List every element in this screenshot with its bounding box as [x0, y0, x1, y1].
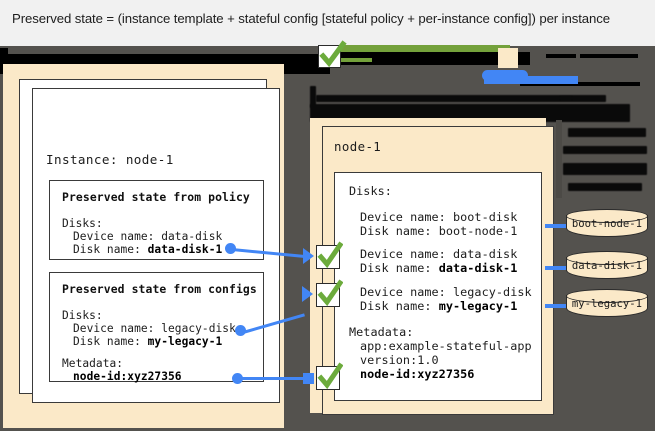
configs-disk-name-prefix: Disk name: — [73, 335, 148, 348]
disk-cylinder-boot-node-1: boot-node-1 — [566, 209, 648, 241]
configs-disks-heading: Disks: — [62, 309, 103, 322]
configs-disk-name-value: my-legacy-1 — [147, 335, 223, 348]
connector-arrow-policy — [303, 248, 314, 264]
green-highlight-bar — [330, 45, 510, 52]
connector-dot-configs-disk — [235, 325, 246, 336]
blurred-text — [563, 146, 647, 154]
disk-top — [566, 209, 648, 223]
preserved-state-configs-box: Preserved state from configs Disks: Devi… — [49, 272, 264, 383]
redaction-bar — [546, 54, 576, 58]
entry-0-device: Device name: boot-disk — [360, 210, 518, 224]
entry-2-disk-prefix: Disk name: — [360, 299, 439, 313]
connector-square-metadata — [303, 373, 314, 384]
policy-device-name: Device name: data-disk — [73, 230, 223, 243]
blurred-text — [560, 96, 572, 100]
blurred-text — [556, 120, 562, 198]
connector-arrow-configs-disk — [302, 286, 313, 302]
redaction-bar — [580, 54, 638, 58]
check-icon — [317, 241, 343, 269]
blurred-text — [568, 183, 642, 191]
entry-2-device: Device name: legacy-disk — [360, 285, 532, 299]
connector-dot-metadata — [232, 373, 243, 384]
policy-disk-name-prefix: Disk name: — [73, 243, 148, 256]
blurred-text — [310, 86, 316, 108]
disk-top — [566, 289, 648, 303]
configs-metadata-value: node-id:xyz27356 — [62, 370, 182, 383]
check-icon — [317, 362, 343, 390]
blurred-text — [310, 104, 630, 122]
instance-label: Instance: node-1 — [46, 152, 174, 167]
check-badge-top — [318, 40, 347, 68]
redaction-bar — [520, 82, 640, 86]
connector-line-metadata — [239, 377, 305, 380]
metadata-version: version:1.0 — [360, 353, 439, 367]
metadata-nodeid: node-id:xyz27356 — [360, 367, 475, 381]
configs-box-header: Preserved state from configs — [62, 282, 257, 296]
redaction-bar — [330, 52, 530, 65]
blurred-text — [316, 95, 606, 102]
blurred-text — [563, 163, 647, 175]
entry-1-disk-prefix: Disk name: — [360, 261, 439, 275]
disk-top — [566, 251, 648, 265]
entry-2-disk-value: my-legacy-1 — [438, 299, 518, 313]
blurred-text — [568, 128, 646, 137]
metadata-app: app:example-stateful-app — [360, 339, 532, 353]
entry-0-disk: Disk name: boot-node-1 — [349, 224, 517, 238]
blue-highlight — [484, 78, 524, 84]
disks-heading: Disks: — [349, 184, 392, 198]
disk-cylinder-data-disk-1: data-disk-1 — [566, 251, 648, 283]
entry-1-disk-value: data-disk-1 — [438, 261, 518, 275]
check-badge-metadata — [316, 362, 343, 390]
node-label: node-1 — [334, 139, 382, 154]
connector-dot-policy — [225, 243, 236, 254]
disk-label: my-legacy-1 — [571, 298, 643, 310]
policy-disk-name-value: data-disk-1 — [147, 243, 223, 256]
configs-metadata-heading: Metadata: — [62, 357, 124, 370]
policy-disk-name: Disk name: data-disk-1 — [62, 243, 222, 256]
policy-box-header: Preserved state from policy — [62, 190, 250, 204]
blue-highlight — [500, 76, 578, 84]
caption-text: Preserved state = (instance template + s… — [12, 11, 610, 26]
check-icon — [319, 40, 347, 68]
entry-2-disk: Disk name: my-legacy-1 — [349, 299, 517, 313]
node-details-box: Disks: Device name: boot-disk Disk name:… — [334, 172, 542, 401]
caption-bar: Preserved state = (instance template + s… — [0, 0, 655, 46]
configs-metadata-nodeid: node-id:xyz27356 — [73, 370, 182, 383]
disk-cylinder-my-legacy-1: my-legacy-1 — [566, 289, 648, 321]
redaction-bar — [0, 48, 8, 54]
disk-link-boot — [545, 224, 569, 228]
green-highlight-bar — [334, 58, 372, 62]
blue-highlight — [482, 70, 528, 81]
configs-disk-name: Disk name: my-legacy-1 — [62, 335, 222, 348]
check-badge-legacy-disk — [316, 279, 343, 307]
metadata-heading: Metadata: — [349, 325, 414, 339]
check-badge-data-disk — [316, 241, 343, 269]
entry-1-device: Device name: data-disk — [360, 247, 518, 261]
policy-disks-heading: Disks: — [62, 217, 103, 230]
check-icon — [317, 279, 343, 307]
cream-chip — [498, 48, 518, 68]
disk-link-data — [545, 266, 569, 270]
disk-link-legacy — [545, 304, 569, 308]
disk-label: boot-node-1 — [571, 218, 643, 230]
entry-0-disk-value: boot-node-1 — [438, 224, 518, 238]
configs-device-name: Device name: legacy-disk — [73, 322, 236, 335]
entry-1-disk: Disk name: data-disk-1 — [349, 261, 517, 275]
disk-label: data-disk-1 — [571, 260, 643, 272]
entry-0-disk-prefix: Disk name: — [360, 224, 439, 238]
